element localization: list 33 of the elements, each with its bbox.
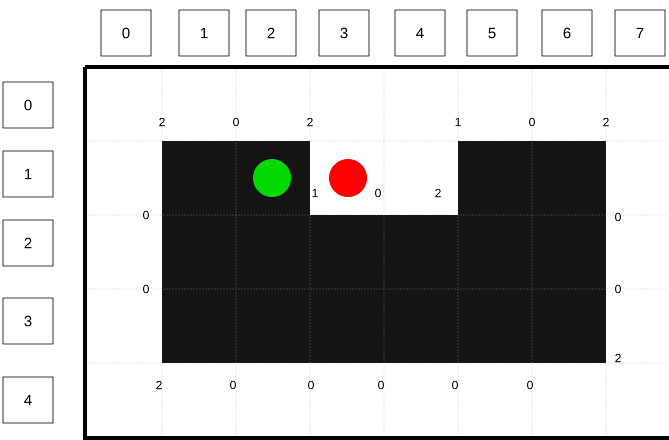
clue-number: 2 bbox=[154, 380, 164, 390]
clue-number: 1 bbox=[454, 116, 462, 128]
header-box: 7 bbox=[614, 10, 666, 56]
header-box: 3 bbox=[2, 298, 54, 344]
clue-number: 2 bbox=[602, 116, 610, 128]
clue-number: 1 bbox=[310, 188, 320, 198]
clue-number: 0 bbox=[228, 380, 238, 390]
clue-number: 0 bbox=[142, 210, 150, 220]
clue-number: 2 bbox=[306, 116, 314, 128]
header-box: 0 bbox=[2, 82, 54, 128]
header-box: 2 bbox=[246, 10, 296, 56]
clue-number: 2 bbox=[614, 352, 622, 364]
clue-number: 0 bbox=[306, 380, 316, 390]
header-box: 5 bbox=[466, 10, 518, 56]
clue-number: 2 bbox=[158, 116, 166, 128]
header-box: 6 bbox=[542, 10, 592, 56]
clue-number: 0 bbox=[614, 284, 622, 294]
clue-number: 0 bbox=[142, 284, 150, 294]
header-box: 2 bbox=[2, 220, 54, 266]
header-box: 4 bbox=[2, 376, 54, 424]
clue-number: 0 bbox=[614, 212, 622, 222]
header-box: 4 bbox=[394, 10, 446, 56]
clue-number: 0 bbox=[526, 380, 534, 390]
header-box: 3 bbox=[318, 10, 370, 56]
header-box: 0 bbox=[100, 10, 152, 56]
clue-number: 0 bbox=[374, 188, 382, 198]
header-box: 1 bbox=[178, 10, 230, 56]
header-box: 1 bbox=[2, 150, 54, 198]
clue-number: 2 bbox=[434, 188, 442, 198]
clue-number: 0 bbox=[528, 116, 536, 128]
clue-number: 0 bbox=[450, 380, 460, 390]
clue-number: 0 bbox=[232, 116, 240, 128]
clue-number: 0 bbox=[376, 380, 386, 390]
